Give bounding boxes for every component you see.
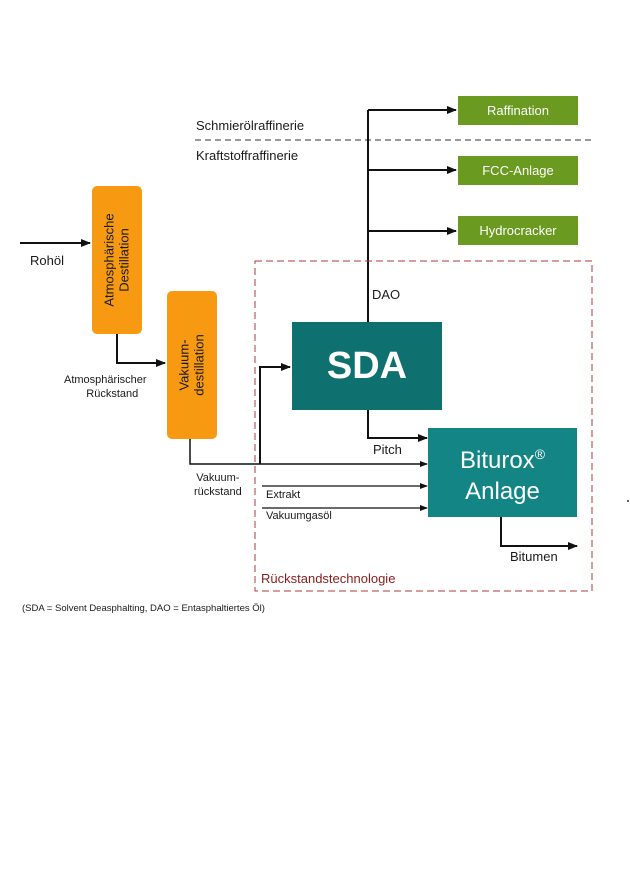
- section-label-upper: Schmierölraffinerie: [196, 118, 305, 133]
- vacuum-distillation-label: Vakuum- destillation: [177, 334, 207, 396]
- biturox-label-line1: Biturox®: [459, 445, 546, 474]
- fcc-box: FCC-Anlage: [458, 156, 578, 185]
- sda-label: SDA: [326, 344, 408, 387]
- biturox-label-line2: Anlage: [465, 477, 540, 505]
- atm-residue-label: Atmosphärischer Rückstand: [64, 374, 147, 400]
- vak-residue-label: Vakuum- rückstand: [194, 472, 242, 498]
- vakuumgasoel-label: Vakuumgasöl: [266, 510, 332, 522]
- hydrocracker-label: Hydrocracker: [479, 223, 557, 238]
- vacuum-distillation-box: Vakuum- destillation: [167, 291, 217, 439]
- atmospheric-distillation-box: Atmosphärische Destillation: [92, 186, 142, 334]
- extrakt-label: Extrakt: [266, 489, 301, 501]
- sda-box: SDA: [292, 322, 442, 410]
- pitch-label: Pitch: [373, 442, 402, 457]
- crude-oil-label: Rohöl: [30, 253, 64, 268]
- footnote: (SDA = Solvent Deasphalting, DAO = Entas…: [22, 603, 265, 614]
- stray-dot: [627, 500, 629, 502]
- vak-residue-to-sda: [259, 363, 291, 464]
- section-label-lower: Kraftstoffraffinerie: [196, 148, 299, 163]
- bitumen-label: Bitumen: [510, 549, 558, 564]
- bitumen-arrow: [500, 516, 578, 550]
- fcc-label: FCC-Anlage: [482, 163, 554, 178]
- dao-label: DAO: [372, 287, 401, 302]
- hydrocracker-box: Hydrocracker: [458, 216, 578, 245]
- atm-residue-arrow: [116, 333, 166, 367]
- region-label: Rückstandstechnologie: [261, 571, 396, 586]
- residue-technology-region: [254, 260, 593, 592]
- atmospheric-distillation-label: Atmosphärische Destillation: [102, 213, 132, 307]
- biturox-box: Biturox® Anlage: [428, 428, 577, 517]
- raffination-box: Raffination: [458, 96, 578, 125]
- raffination-label: Raffination: [487, 103, 549, 118]
- vak-residue-line: [189, 438, 428, 467]
- pitch-arrow: [367, 409, 428, 442]
